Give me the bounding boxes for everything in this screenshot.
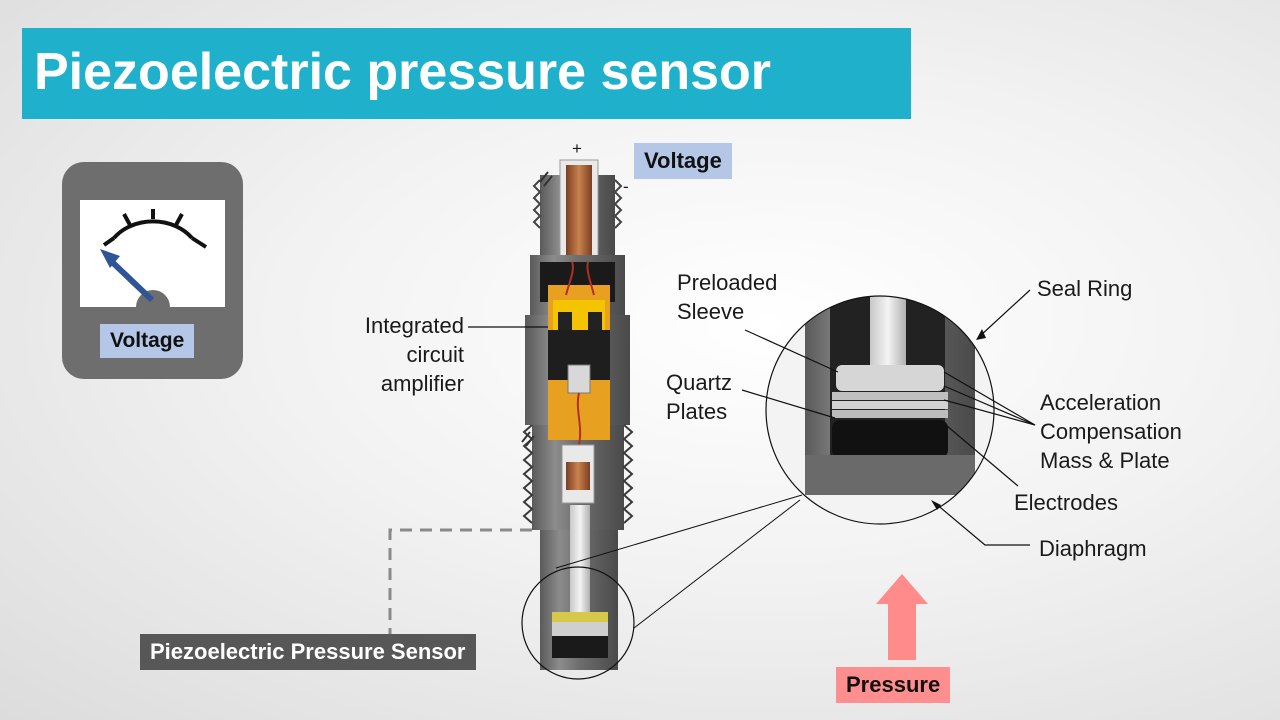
amplifier-label: Integrated circuit amplifier (364, 313, 464, 396)
electrodes-label: Electrodes (1014, 490, 1118, 515)
voltmeter-dial-icon (100, 209, 208, 307)
quartz-plates-label: Quartz Plates (666, 370, 733, 424)
preloaded-sleeve-label: Preloaded Sleeve (677, 270, 778, 324)
seal-ring-label: Seal Ring (1037, 276, 1133, 301)
voltmeter-face (80, 200, 225, 307)
detail-magnified (766, 296, 994, 524)
terminal-plus-label: + (572, 139, 582, 158)
diaphragm-label: Diaphragm (1039, 536, 1147, 561)
voltage-label: Voltage (634, 143, 732, 179)
meter-voltage-label: Voltage (100, 324, 195, 358)
page-title: Piezoelectric pressure sensor (34, 43, 772, 101)
terminal-minus-label: - (623, 177, 629, 196)
title-banner: Piezoelectric pressure sensor (22, 28, 911, 119)
sensor-body (522, 159, 634, 670)
pressure-label: Pressure (836, 667, 951, 703)
pressure-arrow-icon (876, 574, 928, 660)
acceleration-compensation-label: Acceleration Compensation Mass & Plate (1040, 390, 1182, 473)
voltmeter-icon: Voltage (62, 162, 243, 379)
sensor-name-label: Piezoelectric Pressure Sensor (140, 634, 476, 670)
